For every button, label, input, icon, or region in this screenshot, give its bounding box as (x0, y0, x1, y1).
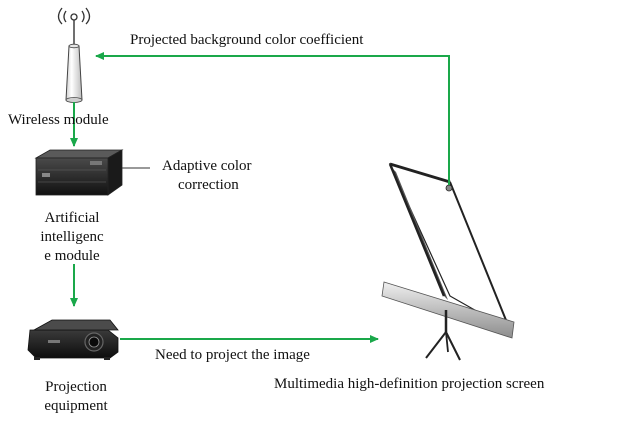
ai-module-line3: e module (44, 248, 100, 264)
image-arrow-label: Need to project the image (155, 347, 310, 363)
projection-screen-icon (381, 162, 515, 361)
arrow-screen-to-wireless (95, 52, 450, 185)
server-box-icon (34, 149, 124, 196)
feedback-arrow-label: Projected background color coefficient (130, 32, 364, 48)
ai-module-line1: Artificial (44, 210, 100, 226)
projection-screen-label: Multimedia high-definition projection sc… (274, 376, 545, 392)
ai-module-line2: intelligenc (40, 229, 104, 245)
antenna-icon (57, 7, 91, 103)
projection-equipment-line1: Projection (45, 379, 107, 395)
projector-icon (27, 319, 119, 360)
adaptive-color-line2: correction (178, 177, 239, 193)
projection-equipment-line2: equipment (44, 398, 108, 414)
adaptive-color-line1: Adaptive color (162, 158, 252, 174)
wireless-module-label: Wireless module (8, 112, 109, 128)
